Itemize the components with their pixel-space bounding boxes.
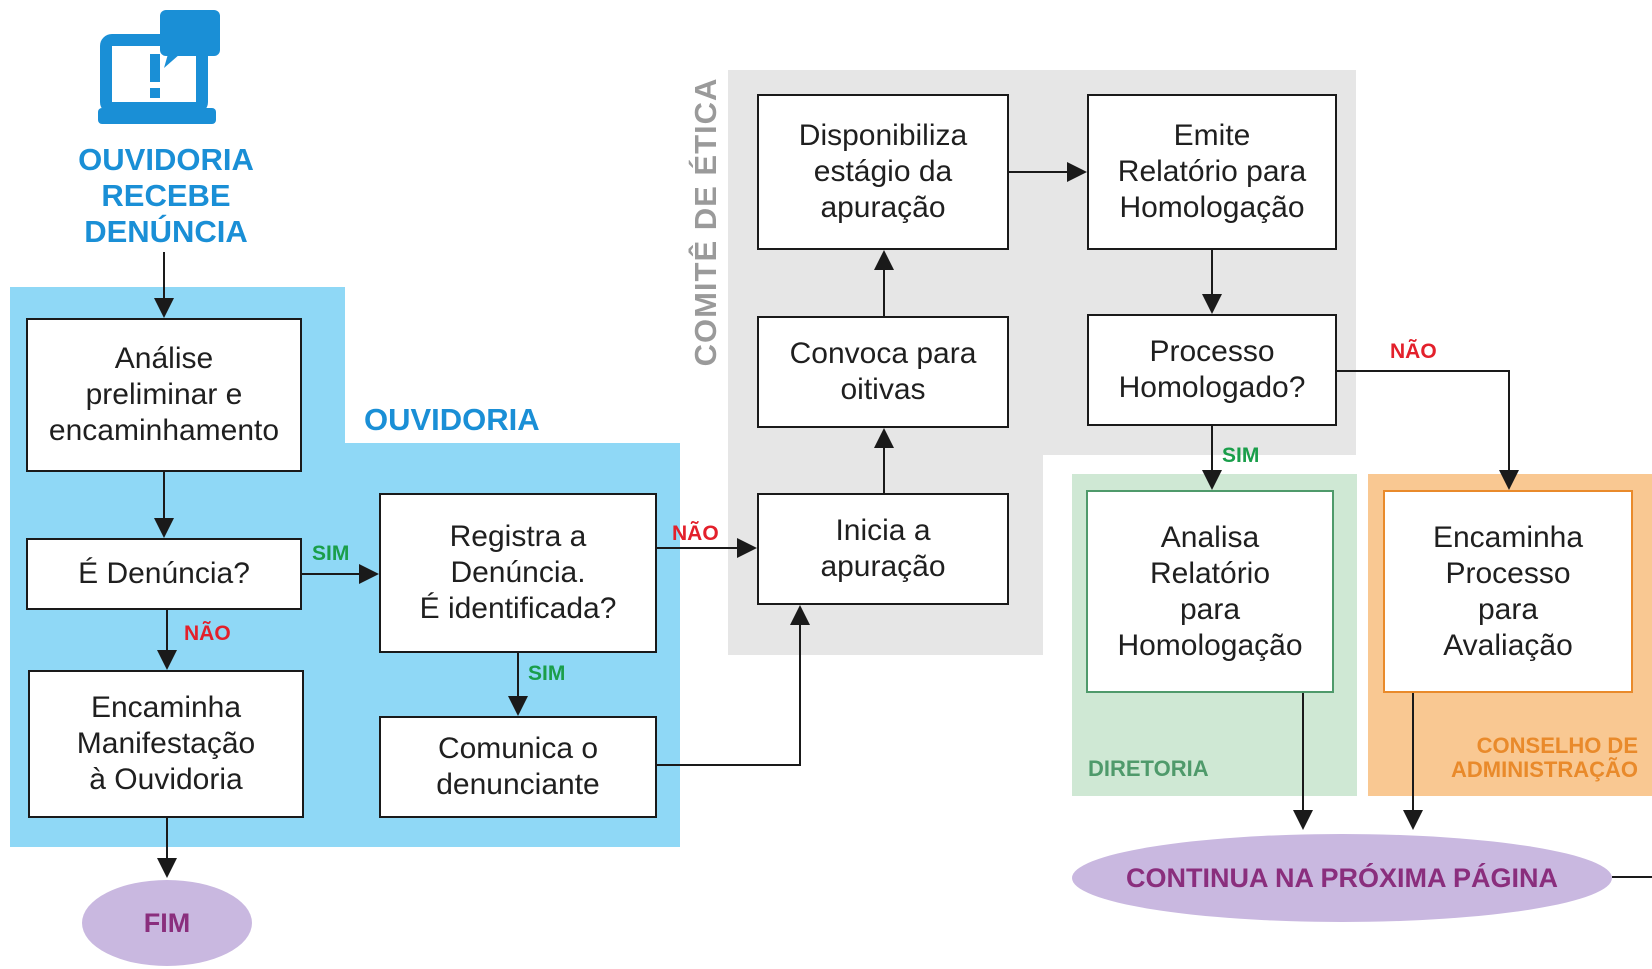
encaminha-manifestacao-box: Encaminha Manifestação à Ouvidoria bbox=[28, 670, 304, 818]
e-denuncia-box: É Denúncia? bbox=[26, 538, 302, 610]
fim-label: FIM bbox=[143, 907, 191, 938]
edge-label-sim-1: SIM bbox=[312, 542, 350, 565]
conselho-label: CONSELHO DE ADMINISTRAÇÃO bbox=[1451, 733, 1638, 782]
fim-terminal: FIM bbox=[82, 880, 252, 966]
analisa-box: Analisa Relatório para Homologação bbox=[1086, 490, 1334, 693]
computer-alert-icon bbox=[98, 10, 228, 130]
continua-terminal: CONTINUA NA PRÓXIMA PÁGINA bbox=[1072, 834, 1612, 922]
convoca-box: Convoca para oitivas bbox=[757, 316, 1009, 428]
emite-box: Emite Relatório para Homologação bbox=[1087, 94, 1337, 250]
diretoria-label: DIRETORIA bbox=[1088, 756, 1209, 781]
inicia-box: Inicia a apuração bbox=[757, 493, 1009, 605]
processo-homologado-box: Processo Homologado? bbox=[1087, 314, 1337, 426]
edge-processo-encaminha bbox=[1337, 370, 1519, 490]
analise-box: Análise preliminar e encaminhamento bbox=[26, 318, 302, 472]
ouvidoria-label: OUVIDORIA bbox=[364, 402, 540, 437]
edge-label-nao-3: NÃO bbox=[1390, 340, 1437, 363]
comunica-box: Comunica o denunciante bbox=[379, 716, 657, 818]
disponibiliza-box: Disponibiliza estágio da apuração bbox=[757, 94, 1009, 250]
edge-comunica-inicia bbox=[657, 605, 810, 766]
edge-label-sim-3: SIM bbox=[1222, 444, 1260, 467]
encaminha-processo-box: Encaminha Processo para Avaliação bbox=[1383, 490, 1633, 693]
edge-label-nao-2: NÃO bbox=[672, 522, 719, 545]
header-title: OUVIDORIA RECEBE DENÚNCIA bbox=[78, 142, 254, 249]
edge-label-sim-2: SIM bbox=[528, 662, 566, 685]
continua-label: CONTINUA NA PRÓXIMA PÁGINA bbox=[1126, 862, 1558, 893]
registra-box: Registra a Denúncia. É identificada? bbox=[379, 493, 657, 653]
edge-label-nao-1: NÃO bbox=[184, 622, 231, 645]
